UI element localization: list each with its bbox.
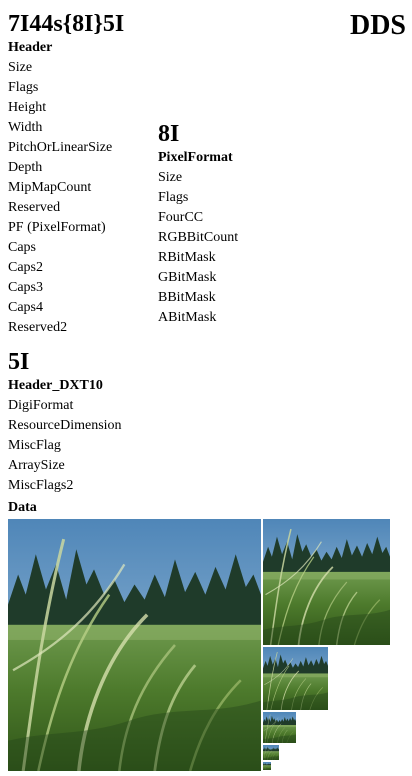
- mip-level-1-image: [263, 519, 390, 645]
- mip-level-0-image: [8, 519, 261, 771]
- field-pitchorlinearsize: PitchOrLinearSize: [8, 140, 113, 155]
- field-size: Size: [8, 60, 33, 75]
- mip-level-3-image: [263, 712, 296, 743]
- field-arraysize: ArraySize: [8, 458, 65, 473]
- format-title: DDS: [349, 10, 406, 41]
- field-resourcedimension: ResourceDimension: [8, 418, 122, 433]
- field-width: Width: [8, 120, 43, 135]
- field-reserved: Reserved: [8, 200, 61, 215]
- field-mipmapcount: MipMapCount: [8, 180, 92, 195]
- field-rbitmask: RBitMask: [158, 250, 216, 265]
- field-fourcc: FourCC: [158, 210, 204, 225]
- header-signature: 7I44s{8I}5I: [8, 11, 125, 37]
- field-flags: Flags: [158, 190, 189, 205]
- field-size: Size: [158, 170, 183, 185]
- field-bbitmask: BBitMask: [158, 290, 216, 305]
- field-depth: Depth: [8, 160, 43, 175]
- pixel-format-name: PixelFormat: [158, 150, 233, 165]
- header-dxt10-name: Header_DXT10: [8, 378, 103, 393]
- field-caps3: Caps3: [8, 280, 43, 295]
- pixel-format-signature: 8I: [158, 121, 180, 147]
- field-digiformat: DigiFormat: [8, 398, 74, 413]
- header-name: Header: [8, 40, 53, 55]
- field-rgbbitcount: RGBBitCount: [158, 230, 239, 245]
- field-caps: Caps: [8, 240, 36, 255]
- field-caps4: Caps4: [8, 300, 43, 315]
- mip-level-2-image: [263, 647, 328, 710]
- field-reserved2: Reserved2: [8, 320, 68, 335]
- field-flags: Flags: [8, 80, 39, 95]
- mip-level-4-image: [263, 745, 279, 760]
- field-caps2: Caps2: [8, 260, 43, 275]
- field-miscflag: MiscFlag: [8, 438, 61, 453]
- field-abitmask: ABitMask: [158, 310, 217, 325]
- mip-level-5-image: [263, 762, 271, 770]
- field-pf-pixelformat: PF (PixelFormat): [8, 220, 106, 235]
- field-height: Height: [8, 100, 47, 115]
- field-gbitmask: GBitMask: [158, 270, 217, 285]
- field-miscflags2: MiscFlags2: [8, 478, 74, 493]
- header-dxt10-signature: 5I: [8, 349, 30, 375]
- data-label: Data: [8, 500, 37, 515]
